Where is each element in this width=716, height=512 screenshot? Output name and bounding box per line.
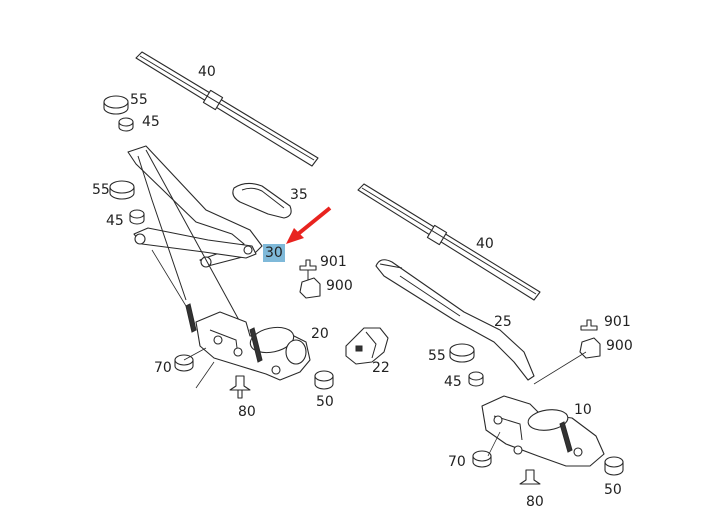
bolt-80-right[interactable]: [519, 469, 541, 485]
callout-grommet-55-top: 55: [130, 92, 148, 108]
bolt-901-right[interactable]: [580, 319, 598, 331]
callout-motor-10: 10: [574, 402, 592, 418]
nut-50-left[interactable]: [314, 370, 334, 390]
callout-washer-70-right: 70: [448, 454, 466, 470]
callout-bolt-80-left: 80: [238, 404, 256, 420]
callout-connector-22: 22: [372, 360, 390, 376]
callout-bolt-901-right: 901: [604, 314, 631, 330]
bracket-900-left[interactable]: [299, 270, 321, 299]
grommet-55-top[interactable]: [103, 95, 129, 115]
bolt-80-left[interactable]: [229, 375, 251, 399]
callout-motor-20: 20: [311, 326, 329, 342]
connector-22[interactable]: [345, 327, 389, 365]
callout-nut-45-right: 45: [444, 374, 462, 390]
nut-50-right[interactable]: [604, 456, 624, 476]
callout-washer-70-left: 70: [154, 360, 172, 376]
callout-arm-25: 25: [494, 314, 512, 330]
grommet-55-right[interactable]: [449, 343, 475, 363]
callout-nut-45-top: 45: [142, 114, 160, 130]
callout-bolt-901-left: 901: [320, 254, 347, 270]
wiper-linkage-30[interactable]: [127, 145, 263, 323]
callout-bracket-900-right: 900: [606, 338, 633, 354]
wiper-motor-10[interactable]: [481, 395, 605, 467]
wiper-arm-25[interactable]: [375, 259, 535, 381]
washer-70-left[interactable]: [174, 354, 194, 372]
callout-nut-45-mid: 45: [106, 213, 124, 229]
callout-cover-35: 35: [290, 187, 308, 203]
wiper-motor-20[interactable]: [185, 303, 311, 381]
nut-45-top[interactable]: [118, 117, 134, 132]
callout-nut-50-right: 50: [604, 482, 622, 498]
callout-bracket-900-left: 900: [326, 278, 353, 294]
callout-blade-left: 40: [198, 64, 216, 80]
red-arrow-icon: [286, 206, 332, 244]
nut-45-mid[interactable]: [129, 209, 145, 225]
bracket-900-right[interactable]: [579, 337, 601, 359]
callout-bolt-80-right: 80: [526, 494, 544, 510]
callout-grommet-55-mid: 55: [92, 182, 110, 198]
wiper-blade-left[interactable]: [135, 51, 319, 167]
grommet-55-mid[interactable]: [109, 180, 135, 200]
washer-70-right[interactable]: [472, 450, 492, 468]
callout-nut-50-left: 50: [316, 394, 334, 410]
callout-linkage-30[interactable]: 30: [263, 244, 285, 262]
callout-blade-right: 40: [476, 236, 494, 252]
nut-45-right[interactable]: [468, 371, 484, 387]
cover-35[interactable]: [232, 182, 292, 219]
bolt-901-left[interactable]: [299, 259, 317, 271]
callout-grommet-55-right: 55: [428, 348, 446, 364]
wiper-blade-right[interactable]: [357, 183, 541, 301]
